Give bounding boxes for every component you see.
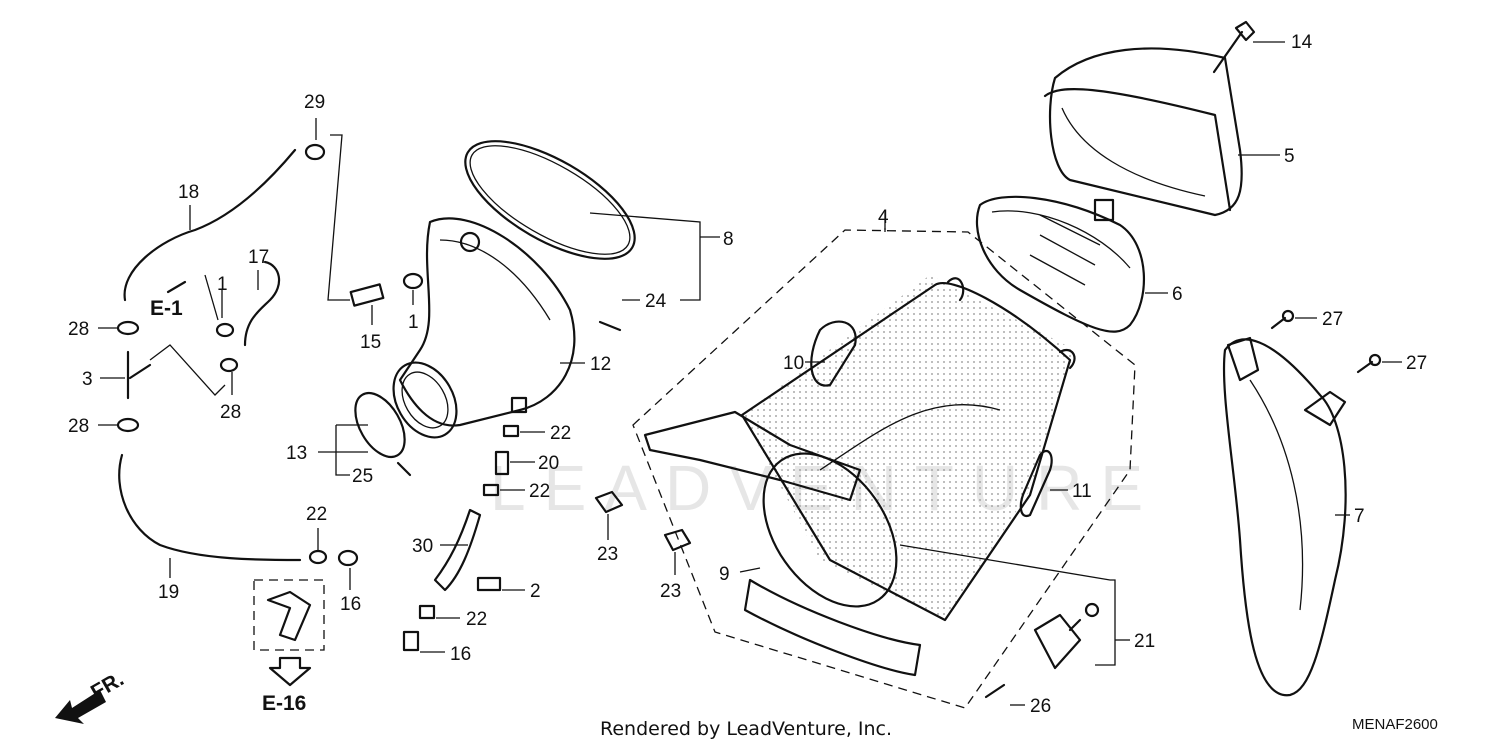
part-7-side-cover[interactable] [1222, 336, 1347, 697]
callout-22-b[interactable]: 22 [529, 481, 550, 502]
part-20-fitting[interactable] [494, 450, 510, 476]
reference-e1[interactable]: E-1 [150, 297, 183, 320]
callout-27-b[interactable]: 27 [1406, 353, 1427, 374]
part-14-bolt[interactable] [1212, 20, 1256, 74]
callout-15[interactable]: 15 [360, 332, 381, 353]
part-18-tube[interactable] [123, 148, 297, 302]
part-16-fitting-b[interactable] [402, 630, 420, 652]
callout-20[interactable]: 20 [538, 453, 559, 474]
callout-26[interactable]: 26 [1030, 696, 1051, 717]
part-29-clip[interactable] [304, 143, 326, 161]
part-24-bolt[interactable] [598, 320, 622, 332]
diagram-code: MENAF2600 [1352, 716, 1438, 733]
callout-1-a[interactable]: 1 [217, 274, 228, 295]
callout-3[interactable]: 3 [82, 369, 93, 390]
e1-pointer-icon [166, 280, 187, 294]
callout-8[interactable]: 8 [723, 229, 734, 250]
part-2-clamp[interactable] [476, 576, 502, 592]
part-1-clip-a[interactable] [215, 322, 235, 338]
part-22-clip-a[interactable] [502, 424, 520, 438]
callout-18[interactable]: 18 [178, 182, 199, 203]
part-23-nut-b[interactable] [663, 528, 692, 552]
callout-12[interactable]: 12 [590, 354, 611, 375]
callout-7[interactable]: 7 [1354, 506, 1365, 527]
callout-11[interactable]: 11 [1072, 481, 1092, 502]
e16-arrow-icon [268, 656, 312, 687]
callout-13[interactable]: 13 [286, 443, 307, 464]
part-23-nut-a[interactable] [594, 490, 624, 514]
part-3-joint[interactable] [126, 350, 152, 400]
part-16-fitting-a[interactable] [337, 549, 359, 567]
part-19-tube[interactable] [118, 453, 302, 562]
callout-16-b[interactable]: 16 [450, 644, 471, 665]
callout-28-c[interactable]: 28 [68, 416, 89, 437]
part-10-seal[interactable] [810, 320, 857, 387]
part-28-clip-c[interactable] [116, 417, 140, 433]
callout-29[interactable]: 29 [304, 92, 325, 113]
front-direction-arrow-icon [55, 690, 106, 724]
part-5-air-cleaner-cover[interactable] [1043, 47, 1243, 217]
callout-27-a[interactable]: 27 [1322, 309, 1343, 330]
bracket-detail [253, 579, 325, 651]
callout-6[interactable]: 6 [1172, 284, 1183, 305]
callout-23-a[interactable]: 23 [597, 544, 618, 565]
callout-5[interactable]: 5 [1284, 146, 1295, 167]
part-8-band[interactable] [448, 118, 653, 282]
part-27-screw-a[interactable] [1270, 309, 1295, 330]
callout-23-b[interactable]: 23 [660, 581, 681, 602]
callout-19[interactable]: 19 [158, 582, 179, 603]
part-22-clip-b[interactable] [482, 483, 500, 497]
callout-1-b[interactable]: 1 [408, 312, 419, 333]
footer-credit: Rendered by LeadVenture, Inc. [600, 718, 893, 740]
callout-9[interactable]: 9 [719, 564, 730, 585]
part-26-bolt[interactable] [984, 683, 1006, 699]
part-25-bolt[interactable] [396, 461, 412, 477]
part-21-drain-valve[interactable] [1033, 602, 1100, 670]
part-17-tube[interactable] [243, 260, 281, 347]
callout-4[interactable]: 4 [878, 207, 889, 228]
callout-21[interactable]: 21 [1134, 631, 1155, 652]
callout-16-a[interactable]: 16 [340, 594, 361, 615]
callout-28-b[interactable]: 28 [220, 402, 241, 423]
callout-28-a[interactable]: 28 [68, 319, 89, 340]
part-22-clip-d[interactable] [308, 549, 328, 565]
callout-2[interactable]: 2 [530, 581, 541, 602]
callout-10[interactable]: 10 [783, 353, 804, 374]
part-9-lower-duct[interactable] [643, 410, 924, 677]
callout-17[interactable]: 17 [248, 247, 269, 268]
part-13-clamp[interactable] [345, 385, 415, 466]
part-11-seal[interactable] [1019, 449, 1053, 518]
part-1-clip-b[interactable] [402, 272, 424, 290]
part-30-tube[interactable] [433, 508, 482, 592]
part-22-clip-c[interactable] [418, 604, 436, 620]
reference-e16[interactable]: E-16 [262, 692, 306, 715]
callout-24[interactable]: 24 [645, 291, 667, 312]
callout-22-c[interactable]: 22 [306, 504, 327, 525]
callout-14[interactable]: 14 [1291, 32, 1313, 53]
callout-22-a[interactable]: 22 [550, 423, 571, 444]
part-28-clip-a[interactable] [116, 320, 140, 336]
part-27-screw-b[interactable] [1356, 353, 1382, 374]
callout-25[interactable]: 25 [352, 466, 373, 487]
part-6-air-cleaner-element[interactable] [975, 195, 1145, 333]
callout-30[interactable]: 30 [412, 536, 433, 557]
leader-lines [98, 41, 1402, 706]
part-4-air-cleaner-case[interactable] [632, 229, 1136, 709]
part-12-connecting-tube[interactable] [381, 217, 576, 448]
part-28-clip-b[interactable] [219, 357, 239, 373]
part-15-fitting[interactable] [349, 283, 385, 307]
callout-22-d[interactable]: 22 [466, 609, 487, 630]
